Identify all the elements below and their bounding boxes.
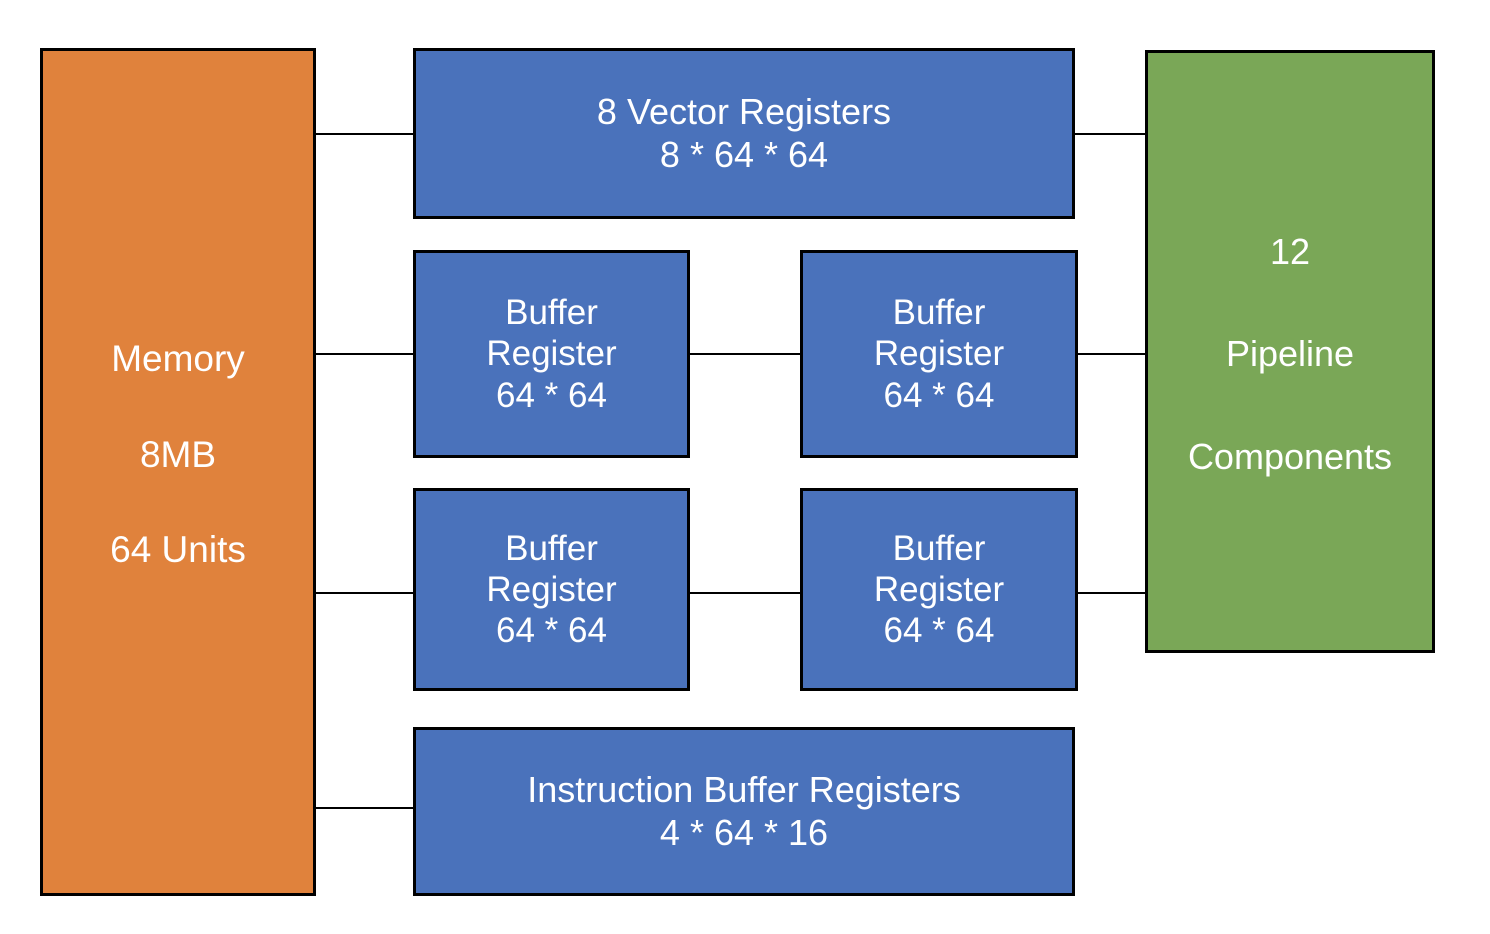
connector-buffer-register-top-right-to-pipeline <box>1076 353 1147 355</box>
instruction-buffer-registers-title: Instruction Buffer Registers <box>527 769 961 811</box>
connector-buffer-register-bottom-right-to-pipeline <box>1076 592 1147 594</box>
pipeline-components-count: 12 <box>1269 231 1311 272</box>
instruction-buffer-registers-dimensions: 4 * 64 * 16 <box>659 811 829 853</box>
buffer-register-top-left-line2: Register <box>486 334 617 374</box>
memory-block[interactable]: Memory 8MB 64 Units <box>40 48 316 896</box>
buffer-register-bottom-left-dimensions: 64 * 64 <box>496 611 607 651</box>
vector-registers-title: 8 Vector Registers <box>596 91 892 133</box>
buffer-register-bottom-right-line1: Buffer <box>892 528 986 568</box>
buffer-register-top-right-line2: Register <box>873 334 1005 374</box>
buffer-register-top-left-line1: Buffer <box>505 293 598 333</box>
connector-buffer-register-top-left-to-top-right <box>688 353 802 355</box>
pipeline-components-line3: Components <box>1187 435 1393 477</box>
buffer-register-bottom-right-dimensions: 64 * 64 <box>883 611 995 651</box>
memory-units-label: 64 Units <box>110 529 246 571</box>
connector-memory-to-buffer-register-bottom-left <box>316 592 415 594</box>
buffer-register-top-right-dimensions: 64 * 64 <box>883 375 995 415</box>
memory-label: Memory <box>111 338 245 379</box>
buffer-register-bottom-left-block[interactable]: Buffer Register 64 * 64 <box>413 488 690 691</box>
vector-registers-dimensions: 8 * 64 * 64 <box>659 133 829 175</box>
buffer-register-top-right-line1: Buffer <box>892 293 986 333</box>
buffer-register-top-left-block[interactable]: Buffer Register 64 * 64 <box>413 250 690 458</box>
buffer-register-top-right-block[interactable]: Buffer Register 64 * 64 <box>800 250 1078 458</box>
instruction-buffer-registers-block[interactable]: Instruction Buffer Registers 4 * 64 * 16 <box>413 727 1075 896</box>
connector-memory-to-instruction-buffer-registers <box>316 807 415 809</box>
connector-memory-to-vector-registers <box>316 133 415 135</box>
pipeline-components-block[interactable]: 12 Pipeline Components <box>1145 50 1435 653</box>
vector-registers-block[interactable]: 8 Vector Registers 8 * 64 * 64 <box>413 48 1075 219</box>
buffer-register-bottom-right-line2: Register <box>873 569 1005 609</box>
pipeline-components-line2: Pipeline <box>1225 333 1355 375</box>
connector-vector-registers-to-pipeline <box>1073 133 1147 135</box>
buffer-register-top-left-dimensions: 64 * 64 <box>496 375 607 415</box>
memory-size-label: 8MB <box>139 433 217 475</box>
buffer-register-bottom-left-line2: Register <box>486 569 617 609</box>
buffer-register-bottom-right-block[interactable]: Buffer Register 64 * 64 <box>800 488 1078 691</box>
buffer-register-bottom-left-line1: Buffer <box>505 528 598 568</box>
connector-buffer-register-bottom-left-to-bottom-right <box>688 592 802 594</box>
connector-memory-to-buffer-register-top-left <box>316 353 415 355</box>
